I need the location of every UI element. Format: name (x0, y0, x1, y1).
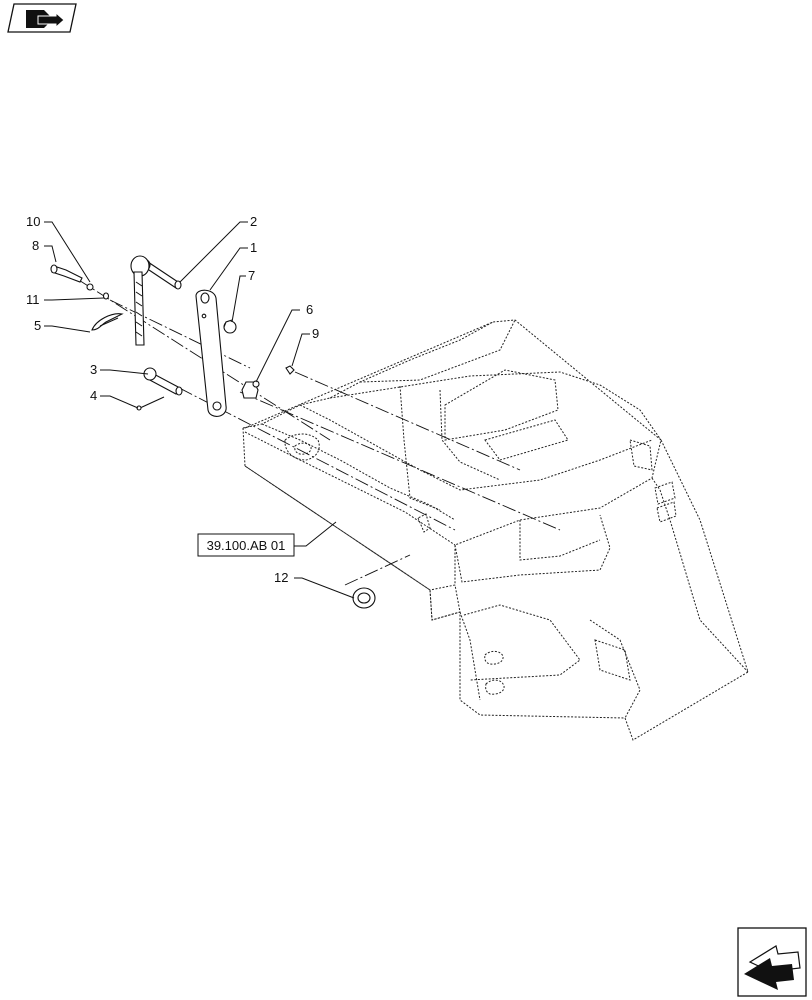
frame-structure (242, 319, 749, 741)
callout-3: 3 (90, 362, 97, 377)
pin-with-ring[interactable] (130, 255, 182, 346)
washer[interactable] (86, 283, 94, 291)
cap-part[interactable] (223, 319, 237, 334)
callout-2: 2 (250, 214, 257, 229)
small-clip[interactable] (102, 292, 110, 300)
book-arrow-icon[interactable] (7, 3, 77, 33)
callout-8: 8 (32, 238, 39, 253)
callout-12: 12 (274, 570, 288, 585)
cotter-pin[interactable] (136, 396, 165, 411)
grease-fitting[interactable] (241, 380, 260, 399)
next-page-arrow-icon[interactable] (737, 927, 807, 997)
r-clip[interactable] (91, 313, 124, 331)
callout-1: 1 (250, 240, 257, 255)
callout-4: 4 (90, 388, 97, 403)
callout-6: 6 (306, 302, 313, 317)
reference-label: 39.100.AB 01 (207, 538, 286, 553)
bolt[interactable] (50, 264, 83, 283)
callout-9: 9 (312, 326, 319, 341)
callout-10: 10 (26, 214, 40, 229)
reference-link[interactable]: 39.100.AB 01 (197, 533, 295, 557)
fitting-nipple[interactable] (285, 365, 295, 375)
bushing[interactable] (352, 587, 376, 609)
callout-5: 5 (34, 318, 41, 333)
leader-lines (44, 221, 355, 599)
headed-pin[interactable] (143, 367, 183, 396)
link-bar[interactable] (195, 289, 227, 417)
callout-7: 7 (248, 268, 255, 283)
callout-11: 11 (26, 292, 40, 307)
callouts: 10 8 11 5 3 4 2 1 7 6 9 12 (26, 214, 319, 585)
